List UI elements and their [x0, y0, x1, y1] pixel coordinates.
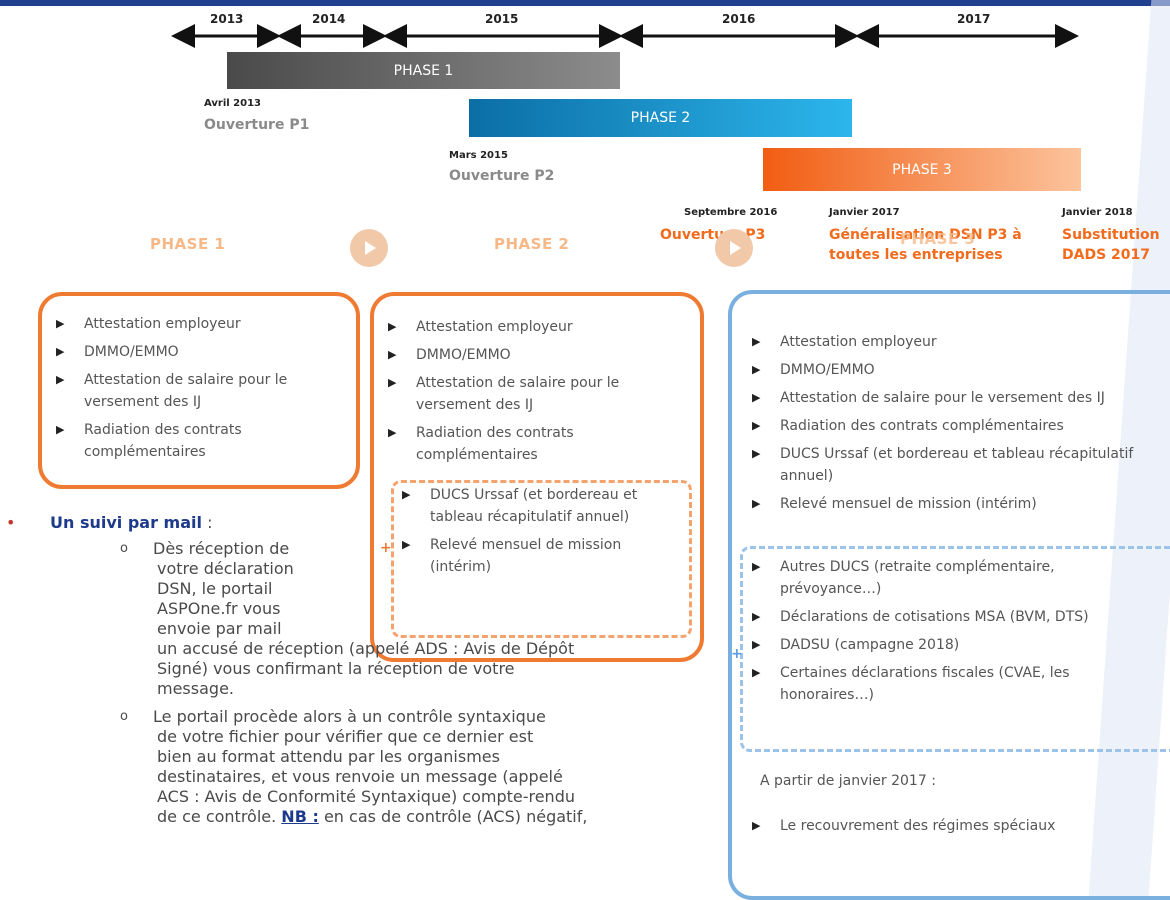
list-item: Relevé mensuel de mission (intérim): [748, 493, 1160, 515]
text-line: ACS : Avis de Conformité Syntaxique) com…: [157, 787, 575, 806]
list-item: Le recouvrement des régimes spéciaux: [748, 815, 1160, 837]
list-item: Attestation employeur: [748, 331, 1160, 353]
list-item: Radiation des contrats complémentaires: [748, 415, 1160, 437]
phase-2-bar: PHASE 2: [469, 99, 852, 137]
phase-3-list: Attestation employeur DMMO/EMMO Attestat…: [748, 331, 1160, 521]
phase-3-added-box: [740, 546, 1170, 752]
list-item: DUCS Urssaf (et bordereau et tableau réc…: [748, 443, 1160, 487]
list-item: Attestation employeur: [52, 313, 342, 335]
milestone-date: Avril 2013: [204, 98, 262, 109]
milestone-date: Janvier 2017: [829, 207, 900, 218]
mail-paragraph-2: Le portail procède alors à un contrôle s…: [153, 707, 733, 827]
plus-icon: +: [380, 540, 392, 556]
year-label: 2013: [210, 12, 244, 26]
text-line: message.: [157, 679, 234, 698]
list-item: DMMO/EMMO: [384, 344, 686, 366]
list-item: Attestation employeur: [384, 316, 686, 338]
phase-3-extra-heading: A partir de janvier 2017 :: [760, 773, 936, 789]
text-line: bien au format attendu par les organisme…: [157, 747, 500, 766]
sub-bullet-icon: o: [120, 709, 128, 724]
phase-3-heading: PHASE 3: [900, 230, 976, 248]
text-line: Dès réception de: [153, 539, 290, 558]
phase-1-bar-label: PHASE 1: [393, 62, 454, 79]
milestone-label: toutes les entreprises: [829, 247, 1003, 263]
mail-title-suffix: :: [201, 513, 213, 532]
text-line: ASPOne.fr vous: [157, 599, 281, 618]
nb-text: en cas de contrôle (ACS) négatif,: [318, 807, 588, 826]
list-item: Radiation des contrats complémentaires: [52, 419, 342, 463]
milestone-label: Ouverture P2: [449, 168, 555, 184]
text-line: DSN, le portail: [157, 579, 273, 598]
list-item: Attestation de salaire pour le versement…: [748, 387, 1160, 409]
list-item: DUCS Urssaf (et bordereau et tableau réc…: [398, 484, 686, 528]
top-accent-bar: [0, 0, 1170, 6]
text-line: envoie par mail: [157, 619, 282, 638]
text-line: votre déclaration: [157, 559, 294, 578]
text-line: Signé) vous confirmant la réception de v…: [157, 659, 515, 678]
mail-paragraph-1: Dès réception de votre déclaration DSN, …: [153, 539, 733, 699]
list-item: Attestation de salaire pour le versement…: [52, 369, 342, 413]
nb-label: NB :: [281, 807, 319, 826]
phase-3-bar: PHASE 3: [763, 148, 1081, 191]
phase-2-box: [370, 292, 704, 662]
phase-2-bar-label: PHASE 2: [630, 110, 691, 126]
play-icon: [715, 229, 753, 267]
text-line-with-nb: de ce contrôle. NB : en cas de contrôle …: [153, 807, 733, 827]
timeline-arrows: [171, 24, 1079, 48]
phase-1-bar: PHASE 1: [227, 52, 620, 89]
phase-1-list: Attestation employeur DMMO/EMMO Attestat…: [52, 313, 342, 469]
phase-2-heading: PHASE 2: [494, 235, 570, 253]
list-item: DMMO/EMMO: [52, 341, 342, 363]
list-item: Radiation des contrats complémentaires: [384, 422, 686, 466]
milestone-label: Généralisation DSN P3 à: [829, 227, 1022, 243]
phase-1-box: [38, 292, 360, 489]
phase-1-heading: PHASE 1: [150, 235, 226, 253]
list-item: Certaines déclarations fiscales (CVAE, l…: [748, 662, 1160, 706]
year-label: 2016: [722, 12, 756, 26]
phase-3-added-list: Autres DUCS (retraite complémentaire, pr…: [748, 556, 1160, 712]
milestone-date: Janvier 2018: [1062, 207, 1133, 218]
phase-2-list: Attestation employeur DMMO/EMMO Attestat…: [384, 316, 686, 472]
list-item: Attestation de salaire pour le versement…: [384, 372, 686, 416]
milestone-date: Septembre 2016: [684, 207, 778, 218]
milestone-date: Mars 2015: [449, 150, 508, 161]
year-label: 2014: [312, 12, 346, 26]
text-line: un accusé de réception (appelé ADS : Avi…: [157, 639, 575, 658]
plus-icon: +: [731, 646, 743, 662]
milestone-label: Substitution: [1062, 227, 1160, 243]
phase-3-bar-label: PHASE 3: [892, 161, 952, 178]
phase-2-added-box: [391, 480, 692, 638]
list-item: DMMO/EMMO: [748, 359, 1160, 381]
year-label: 2017: [957, 12, 991, 26]
mail-title: Un suivi par mail: [50, 513, 202, 532]
list-item: Relevé mensuel de mission (intérim): [398, 534, 686, 578]
milestone-label: Ouverture P1: [204, 117, 310, 133]
bullet-icon: •: [6, 513, 16, 532]
phase-2-added-list: DUCS Urssaf (et bordereau et tableau réc…: [398, 484, 686, 584]
play-icon: [350, 229, 388, 267]
text-line: Le portail procède alors à un contrôle s…: [153, 707, 546, 726]
list-item: DADSU (campagne 2018): [748, 634, 1160, 656]
text-line: destinataires, et vous renvoie un messag…: [157, 767, 563, 786]
list-item: Déclarations de cotisations MSA (BVM, DT…: [748, 606, 1160, 628]
phase-3-extra-list: Le recouvrement des régimes spéciaux: [748, 815, 1160, 843]
sub-bullet-icon: o: [120, 541, 128, 556]
text-line: de ce contrôle.: [157, 807, 277, 826]
list-item: Autres DUCS (retraite complémentaire, pr…: [748, 556, 1160, 600]
text-line: de votre fichier pour vérifier que ce de…: [157, 727, 534, 746]
milestone-label: DADS 2017: [1062, 247, 1150, 263]
year-label: 2015: [485, 12, 519, 26]
mail-title-line: Un suivi par mail :: [50, 513, 212, 533]
